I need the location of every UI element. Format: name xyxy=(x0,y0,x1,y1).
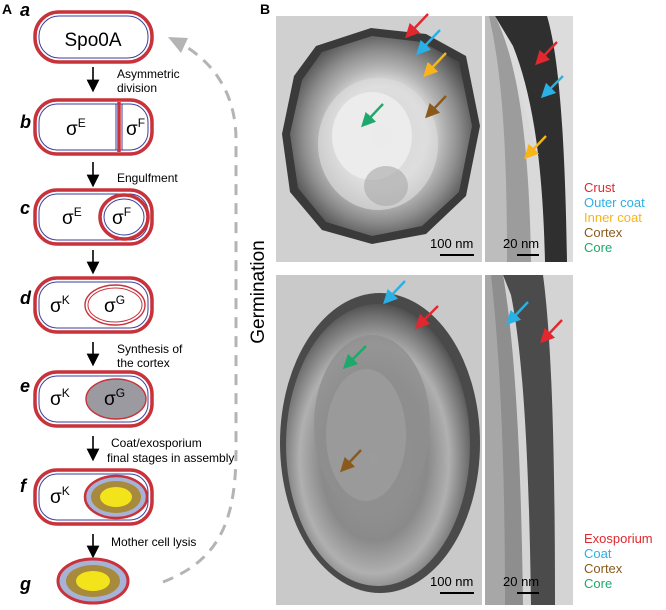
panel-b-label: B xyxy=(260,1,270,17)
transition-1-line2: division xyxy=(117,81,157,95)
scale-label-bottom-left: 100 nm xyxy=(430,574,474,589)
sigma-e-label-c: σE xyxy=(62,205,82,229)
sigma-k-label-e: σK xyxy=(50,386,70,410)
step-letter-f: f xyxy=(20,476,28,496)
cell-c: σE σF xyxy=(33,188,154,246)
top-legend-item: Core xyxy=(584,240,613,255)
scale-bar-top-right xyxy=(517,254,539,256)
sigma-e-label-b: σE xyxy=(66,116,86,140)
transition-4-line2: the cortex xyxy=(117,356,170,370)
spo0a-label: Spo0A xyxy=(64,30,121,51)
sigma-g-label-d: σG xyxy=(104,293,125,317)
bottom-legend-item: Cortex xyxy=(584,561,623,576)
scale-label-bottom-right: 20 nm xyxy=(503,574,540,589)
transition-6-line1: Mother cell lysis xyxy=(111,535,196,549)
germination-label: Germination xyxy=(248,240,269,344)
scale-bar-bottom-left xyxy=(440,592,474,594)
step-letter-d: d xyxy=(20,288,32,308)
bottom-legend-item: Core xyxy=(584,576,613,591)
top-legend-item: Inner coat xyxy=(584,210,642,225)
cell-a: Spo0A xyxy=(33,10,154,64)
bottom-legend-item: Exosporium xyxy=(584,531,653,546)
scale-label-top-left: 100 nm xyxy=(430,236,474,251)
transition-2-line1: Engulfment xyxy=(117,171,178,185)
top-legend-item: Crust xyxy=(584,180,616,195)
free-spore-g xyxy=(56,557,130,605)
sigma-k-label-d: σK xyxy=(50,293,70,317)
tem-bottom-right-image xyxy=(485,275,573,605)
sigma-g-label-e: σG xyxy=(104,386,125,410)
transition-5-line2: final stages in assembly xyxy=(107,451,234,465)
germination-dashed-arrow xyxy=(162,40,238,584)
cell-d: σK σG xyxy=(33,276,154,334)
tem-top-left-image xyxy=(276,16,482,262)
step-letter-c: c xyxy=(20,198,30,218)
step-letter-a: a xyxy=(20,0,30,20)
tem-top-right-image xyxy=(485,16,573,262)
scale-bar-bottom-right xyxy=(517,592,539,594)
scale-bar-top-left xyxy=(440,254,474,256)
transition-4-line1: Synthesis of xyxy=(117,342,183,356)
top-legend-item: Outer coat xyxy=(584,195,645,210)
panel-a-label: A xyxy=(2,1,12,17)
sigma-f-label-b: σF xyxy=(126,116,145,140)
cell-f: σK xyxy=(33,468,154,526)
germination-arrowhead xyxy=(168,37,188,53)
top-legend-item: Cortex xyxy=(584,225,623,240)
tem-bottom-left-image xyxy=(276,275,482,605)
bottom-legend-item: Coat xyxy=(584,546,612,561)
transition-1-line1: Asymmetric xyxy=(117,67,180,81)
step-letter-g: g xyxy=(19,574,31,594)
transition-5-line1: Coat/exosporium xyxy=(111,436,202,450)
step-letter-b: b xyxy=(20,112,31,132)
cell-b: σE σF xyxy=(33,98,154,156)
cell-e: σK σG xyxy=(33,370,154,428)
sigma-k-label-f: σK xyxy=(50,484,70,508)
scale-label-top-right: 20 nm xyxy=(503,236,540,251)
sigma-f-label-c: σF xyxy=(112,205,131,229)
step-letter-e: e xyxy=(20,376,30,396)
